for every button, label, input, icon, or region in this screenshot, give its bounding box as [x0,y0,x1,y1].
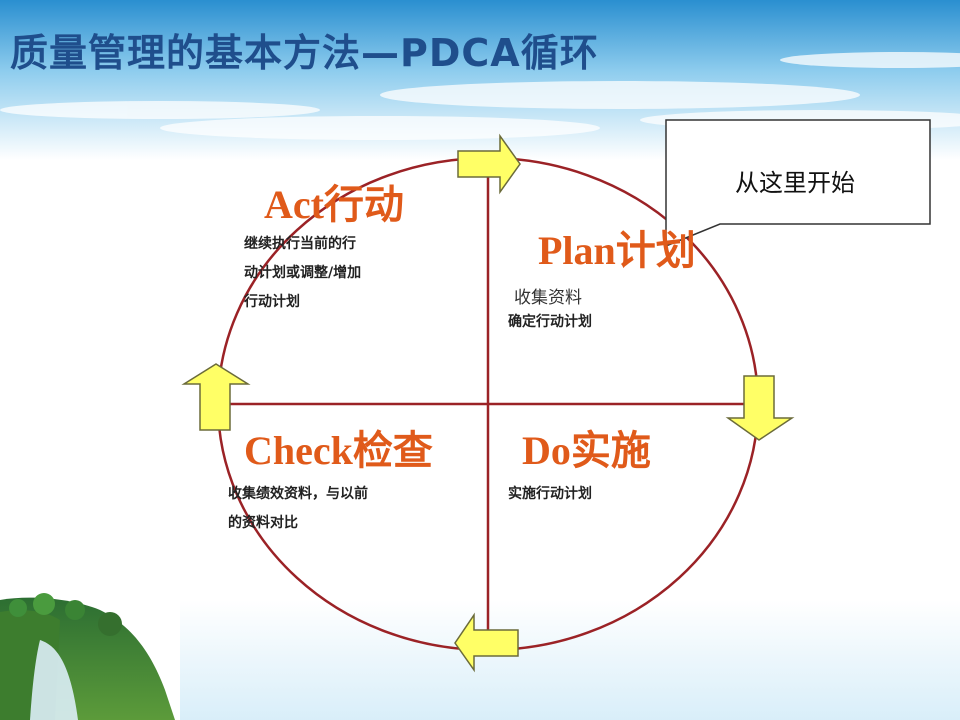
check-body: 收集绩效资料，与以前 的资料对比 [228,480,368,538]
arrow-down-icon [725,375,795,441]
plan-heading: Plan计划 [538,228,696,273]
act-heading: Act行动 [264,182,404,227]
do-heading: Do实施 [522,428,651,473]
do-body: 实施行动计划 [508,486,592,502]
slide-title: 质量管理的基本方法—PDCA循环 [10,31,599,75]
act-line-2: 动计划或调整/增加 [244,265,362,281]
callout-text: 从这里开始 [735,169,855,197]
check-heading: Check检查 [244,428,433,473]
plan-body: 确定行动计划 [508,314,592,330]
waterfall-landscape [0,593,175,720]
sea-background [180,600,960,720]
act-line-1: 继续执行当前的行 [244,236,356,252]
arrow-left-icon [454,612,519,673]
plan-sub: 收集资料 [514,288,582,308]
check-line-2: 的资料对比 [228,515,298,531]
arrow-up-icon [181,363,251,431]
check-line-1: 收集绩效资料，与以前 [228,486,368,502]
callout-box [665,119,931,248]
act-body: 继续执行当前的行 动计划或调整/增加 行动计划 [244,230,361,317]
arrow-right-icon [457,133,521,195]
act-line-3: 行动计划 [244,294,300,310]
